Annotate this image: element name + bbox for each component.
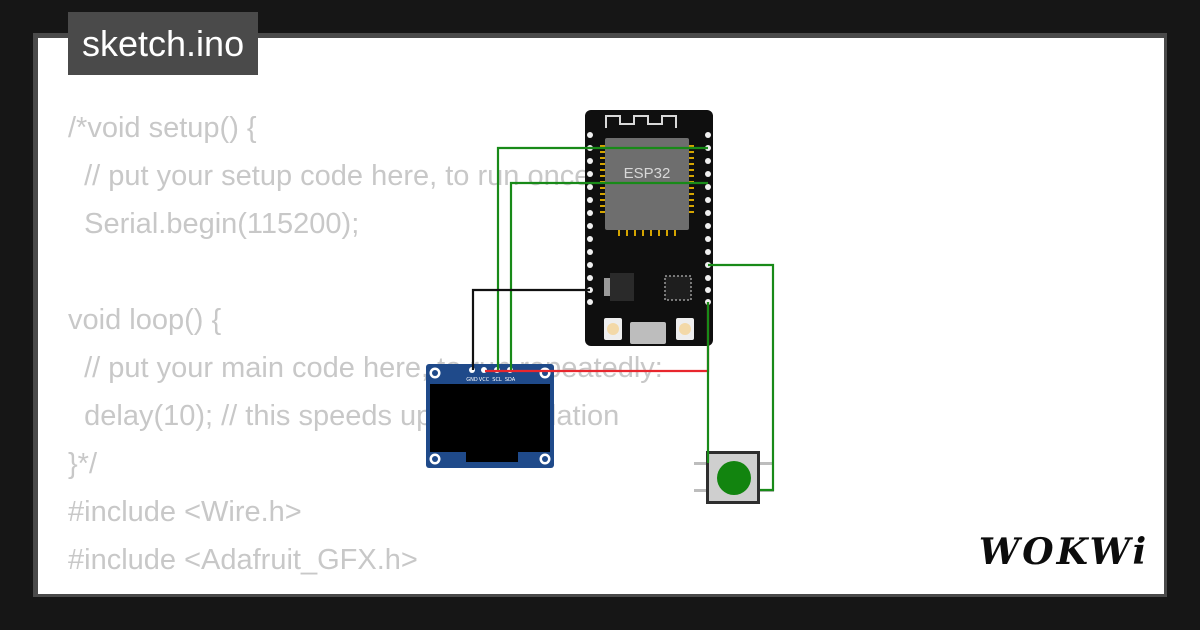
wokwi-logo: WOKWi <box>978 531 1150 573</box>
pushbutton-cap[interactable] <box>717 461 751 495</box>
pushbutton[interactable] <box>694 451 774 504</box>
code-line: #include <Adafruit_GFX.h> <box>68 544 418 576</box>
wires <box>471 146 775 492</box>
wire-gnd[interactable] <box>471 288 590 370</box>
code-line: Serial.begin(115200); <box>68 208 360 240</box>
code-line: // put your main code here, to run repea… <box>68 352 663 384</box>
wire-sda[interactable] <box>496 146 708 370</box>
oled-display[interactable]: GND VCC SCL SDA <box>426 364 554 468</box>
esp32-board[interactable]: ESP32 <box>585 110 713 346</box>
code-line: /*void setup() { <box>68 112 257 144</box>
esp32-chip-label: ESP32 <box>624 165 671 182</box>
wire-button-b[interactable] <box>708 263 775 492</box>
code-line: }*/ <box>68 448 98 480</box>
oled-pin-label: SDA <box>505 377 516 383</box>
oled-pin-label: VCC <box>479 377 490 383</box>
wire-scl[interactable] <box>509 181 708 370</box>
file-tab-sketch[interactable]: sketch.ino <box>68 12 259 75</box>
oled-pin-label: GND <box>466 377 478 383</box>
code-line: #include <Adafruit_SSD1306.h> <box>68 584 663 594</box>
code-line: void loop() { <box>68 304 222 336</box>
code-line: #include <Wire.h> <box>68 496 302 528</box>
oled-pin-label: SCL <box>492 377 502 383</box>
